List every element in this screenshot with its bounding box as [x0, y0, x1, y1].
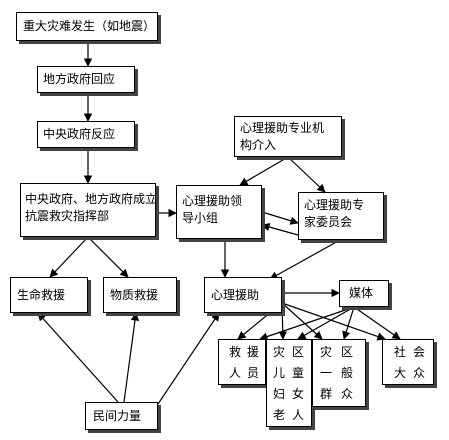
- group-general-char: 众: [341, 387, 354, 401]
- node-expert-committee: 心理援助专 家委员会: [298, 192, 384, 240]
- node-leading-group-line1: 心理援助领: [182, 194, 243, 208]
- node-psychological-aid: 心理援助: [204, 277, 282, 313]
- group-society-char: 大: [394, 366, 407, 380]
- node-life-rescue-label: 生命救援: [17, 287, 66, 302]
- arrow-org-to-expert: [287, 156, 326, 193]
- arrow-org-to-lead: [239, 156, 289, 186]
- arrow-civil-to-psy: [157, 312, 220, 405]
- group-society-char: 会: [413, 345, 426, 359]
- node-civil-forces-label: 民间力量: [93, 408, 142, 423]
- group-vulnerable-char: 老: [273, 408, 286, 422]
- arrow-civil-to-life: [37, 312, 119, 403]
- group-rescuers-char: 援: [247, 345, 260, 359]
- arrow-lead-to-expert: [261, 211, 299, 225]
- node-relief-headquarters: 中央政府、地方政府成立 抗震救灾指挥部: [20, 183, 158, 237]
- group-disaster-area-vulnerable-col2: 区 童 女 人: [292, 342, 304, 426]
- node-local-government-response-label: 地方政府回应: [43, 72, 116, 86]
- node-disaster-occurs-label: 重大灾难发生（如地震）: [23, 19, 156, 33]
- group-society-char: 社: [394, 345, 407, 359]
- group-general-char: 区: [341, 345, 354, 359]
- group-disaster-area-vulnerable-col1: 灾 儿 妇 老: [273, 342, 285, 426]
- node-central-government-response: 中央政府反应: [37, 121, 135, 148]
- group-society-col1: 社 大: [394, 342, 406, 384]
- group-general-society: 社 大 会 众: [382, 339, 434, 385]
- group-vulnerable-char: 女: [292, 387, 305, 401]
- arrow-psy-to-victims: [278, 302, 287, 340]
- node-professional-agency-line1: 心理援助专业机: [240, 121, 325, 135]
- arrow-hq-to-material: [87, 236, 129, 278]
- group-vulnerable-char: 区: [292, 345, 305, 359]
- node-material-rescue: 物质救援: [103, 277, 177, 313]
- node-disaster-occurs: 重大灾难发生（如地震）: [16, 12, 158, 41]
- node-life-rescue: 生命救援: [10, 277, 88, 313]
- node-psychological-aid-label: 心理援助: [211, 287, 260, 302]
- group-rescuers: 救 人 援 员: [218, 339, 266, 385]
- node-expert-committee-line1: 心理援助专: [304, 198, 365, 212]
- node-professional-agency-line2: 构介入: [240, 138, 277, 152]
- arrow-psy-to-society: [281, 302, 386, 341]
- node-relief-headquarters-line1: 中央政府、地方政府成立: [25, 192, 158, 206]
- group-general-char: 般: [341, 366, 354, 380]
- node-professional-agency: 心理援助专业机 构介入: [234, 116, 342, 157]
- node-central-government-response-label: 中央政府反应: [43, 127, 116, 141]
- group-rescuers-col2: 援 员: [247, 342, 259, 384]
- arrow-hq-to-life: [49, 236, 89, 278]
- arrow-expert-to-psy: [269, 239, 341, 280]
- group-disaster-area-vulnerable: 灾 儿 妇 老 区 童 女 人: [266, 339, 312, 427]
- node-leading-group-line2: 导小组: [182, 211, 219, 225]
- arrow-media-to-rescuers: [259, 306, 355, 341]
- group-rescuers-char: 救: [229, 345, 242, 359]
- node-local-government-response: 地方政府回应: [37, 66, 135, 93]
- group-society-col2: 会 众: [413, 342, 425, 384]
- group-vulnerable-char: 灾: [273, 345, 286, 359]
- group-rescuers-char: 员: [247, 366, 260, 380]
- arrow-psy-to-general: [281, 302, 323, 340]
- group-vulnerable-char: 儿: [273, 366, 286, 380]
- group-general-char: 一: [320, 366, 333, 380]
- group-rescuers-char: 人: [229, 366, 242, 380]
- arrow-expert-to-lead: [261, 222, 299, 236]
- node-expert-committee-line2: 家委员会: [304, 215, 353, 229]
- arrow-civil-to-material: [123, 312, 140, 403]
- group-disaster-area-general-public: 灾 一 群 区 般 众: [312, 339, 366, 407]
- node-leading-group: 心理援助领 导小组: [176, 185, 262, 239]
- arrow-media-to-victims: [297, 306, 355, 340]
- group-vulnerable-char: 童: [292, 366, 305, 380]
- group-general-char: 灾: [320, 345, 333, 359]
- arrow-media-to-general: [342, 306, 355, 340]
- group-vulnerable-char: 妇: [273, 387, 286, 401]
- arrow-media-to-society: [353, 306, 401, 340]
- node-material-rescue-label: 物质救援: [110, 287, 159, 302]
- group-general-char: 群: [320, 387, 333, 401]
- group-general-public-col2: 区 般 众: [341, 342, 353, 405]
- group-general-public-col1: 灾 一 群: [320, 342, 332, 405]
- node-media-label: 媒体: [349, 286, 374, 300]
- group-vulnerable-char: 人: [292, 408, 305, 422]
- node-relief-headquarters-line2: 抗震救灾指挥部: [25, 209, 110, 223]
- node-media: 媒体: [339, 280, 389, 307]
- node-civil-forces: 民间力量: [85, 402, 158, 430]
- group-society-char: 众: [413, 366, 426, 380]
- group-rescuers-col1: 救 人: [229, 342, 241, 384]
